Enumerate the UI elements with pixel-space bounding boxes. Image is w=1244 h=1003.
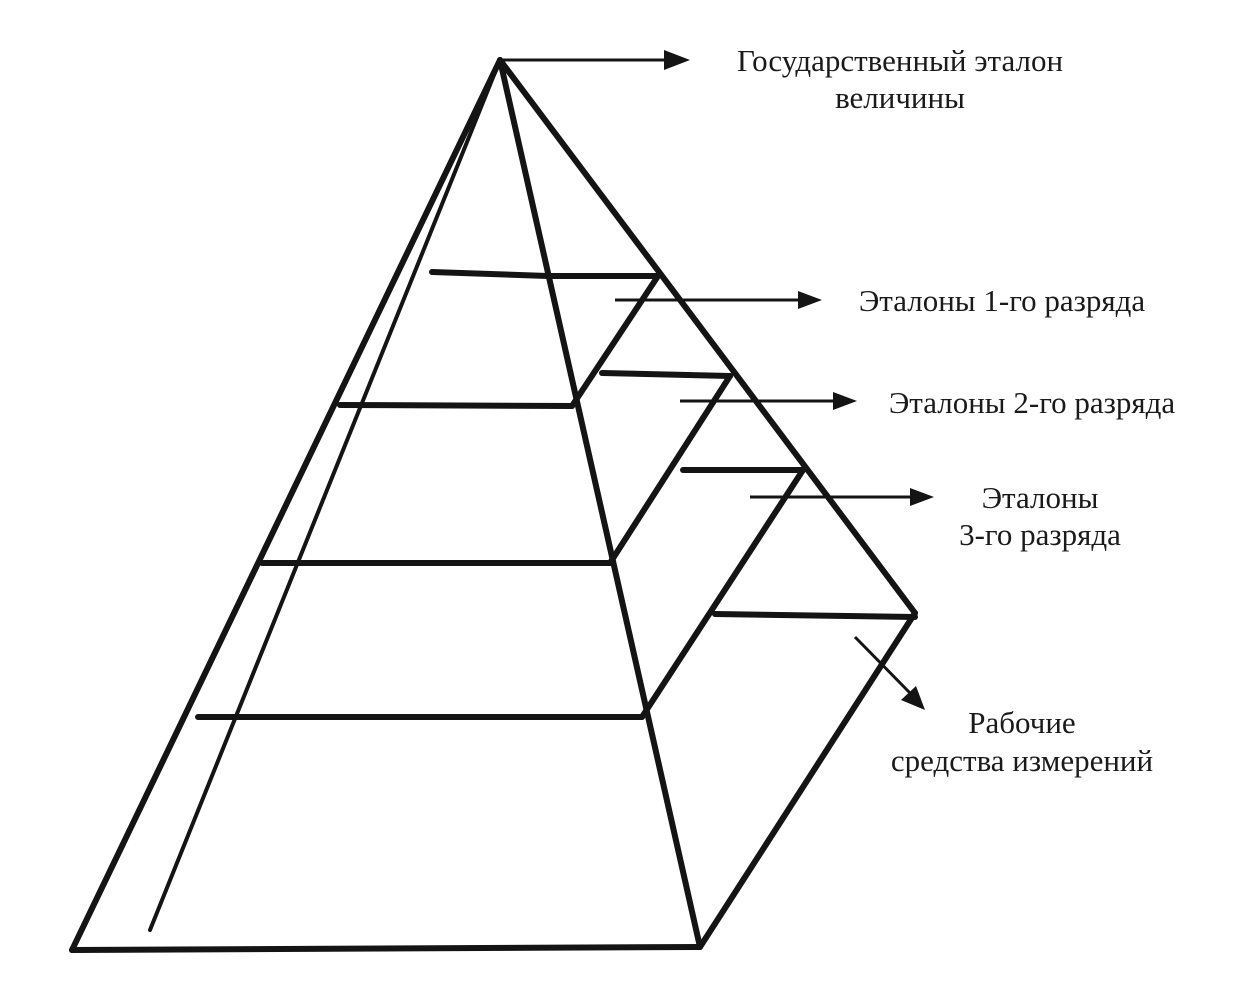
label-working-instruments-line1: Рабочие <box>968 705 1075 740</box>
arrow-working-line <box>853 635 912 695</box>
labels: Государственный эталон величины Эталоны … <box>737 43 1175 778</box>
tier-cut-front-1 <box>429 269 551 279</box>
step-edge-1 <box>569 273 661 409</box>
pyramid-front-right-edge <box>497 57 703 950</box>
pyramid-base-right-edge <box>697 610 918 950</box>
tier-cut-front-2 <box>337 402 575 409</box>
tier-cuts-right <box>545 273 918 620</box>
label-state-standard-line2: величины <box>835 80 965 115</box>
step-edges <box>569 273 806 720</box>
arrow-working-head <box>901 686 925 710</box>
pyramid-back-right-edge <box>497 57 918 616</box>
label-standards-rank2: Эталоны 2-го разряда <box>889 385 1176 420</box>
pyramid-left-edge <box>69 57 503 953</box>
step-edge-2 <box>607 373 733 566</box>
arrow-rank1-head <box>798 291 822 309</box>
tier-cut-right-4 <box>712 611 918 620</box>
tier-cut-right-2 <box>599 370 733 379</box>
arrows <box>500 50 934 710</box>
arrow-state-standard-head <box>664 50 690 70</box>
arrow-rank2-head <box>833 392 857 410</box>
arrow-rank3-head <box>910 488 934 506</box>
tier-cuts-front <box>195 269 645 720</box>
label-standards-rank3-line2: 3-го разряда <box>959 517 1121 552</box>
step-edge-3 <box>639 467 806 720</box>
pyramid-frame <box>69 57 918 953</box>
label-working-instruments-line2: средства измерений <box>891 743 1153 778</box>
label-standards-rank3-line1: Эталоны <box>982 480 1099 515</box>
pyramid-base-front-edge <box>69 944 703 953</box>
label-state-standard-line1: Государственный эталон <box>737 43 1063 78</box>
pyramid-inner-left-edge <box>148 58 502 932</box>
label-standards-rank1: Эталоны 1-го разряда <box>859 283 1146 318</box>
